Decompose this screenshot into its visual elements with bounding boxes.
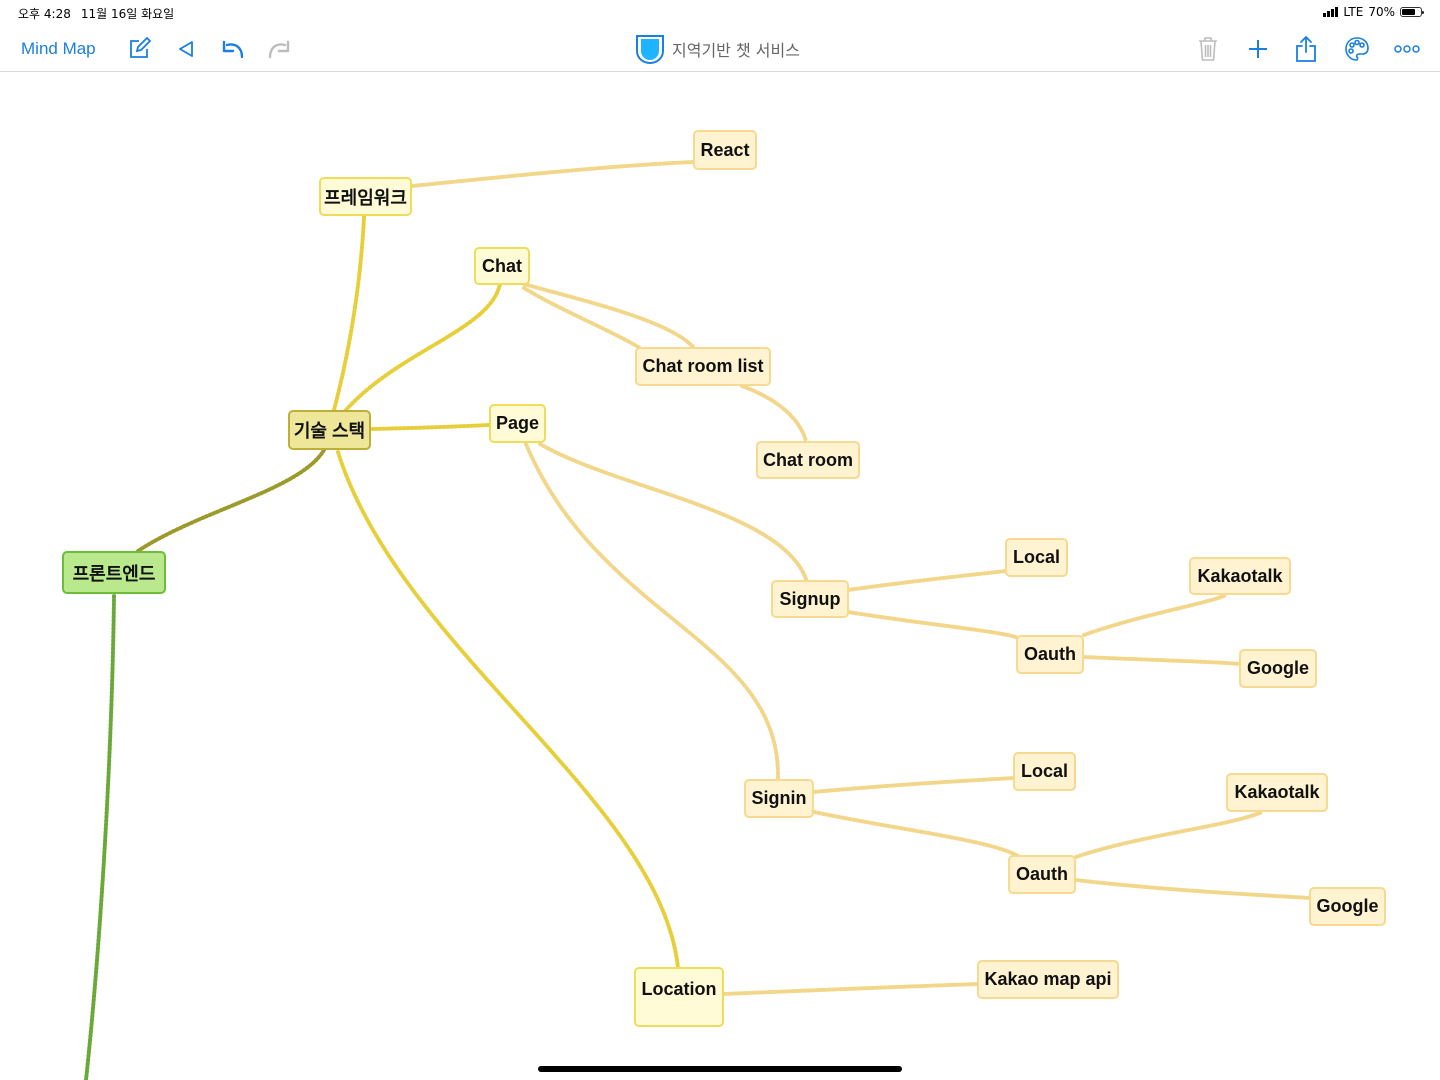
- document-shield-icon: [636, 35, 664, 65]
- status-date: 11월 16일 화요일: [80, 7, 175, 21]
- battery-fill: [1402, 9, 1415, 15]
- node-signup-oauth[interactable]: Oauth: [1016, 635, 1084, 674]
- more-icon[interactable]: [1394, 26, 1420, 72]
- mindmap-canvas[interactable]: 프론트엔드 기술 스택 프레임워크 React Chat Chat room l…: [0, 73, 1440, 1080]
- node-page[interactable]: Page: [489, 404, 546, 443]
- node-react[interactable]: React: [693, 130, 757, 170]
- link-hub-page: [369, 423, 491, 431]
- node-signup-kakaotalk[interactable]: Kakaotalk: [1189, 557, 1291, 595]
- link-signup-oauth-kakaotalk: [1082, 594, 1226, 637]
- node-signin-oauth[interactable]: Oauth: [1008, 855, 1076, 894]
- link-signup-oauth: [846, 610, 1018, 639]
- back-icon[interactable]: [176, 26, 196, 72]
- link-page-signup: [538, 442, 808, 581]
- document-title[interactable]: 지역기반 챗 서비스: [634, 32, 800, 66]
- status-bar: 오후 4:28 11월 16일 화요일 LTE 70%: [0, 0, 1440, 26]
- signal-icon: [1323, 7, 1339, 17]
- battery-percent: 70%: [1368, 5, 1395, 19]
- link-signin-local: [812, 776, 1016, 794]
- node-chat-room-list[interactable]: Chat room list: [635, 347, 771, 386]
- plus-icon[interactable]: [1246, 26, 1270, 72]
- link-signin-oauth-google: [1074, 878, 1312, 900]
- node-location[interactable]: Location: [634, 967, 724, 1027]
- palette-icon[interactable]: [1343, 26, 1371, 72]
- link-root-down: [84, 594, 116, 1080]
- link-page-signin: [524, 442, 781, 780]
- undo-icon[interactable]: [220, 26, 246, 72]
- link-hub-location: [336, 450, 680, 970]
- link-signup-local: [846, 569, 1008, 592]
- link-signup-oauth-google: [1082, 655, 1242, 666]
- share-icon[interactable]: [1294, 26, 1318, 72]
- node-signup-google[interactable]: Google: [1239, 649, 1317, 688]
- node-tech-stack[interactable]: 기술 스택: [288, 410, 371, 450]
- link-signin-oauth-kakaotalk: [1074, 810, 1264, 859]
- node-framework[interactable]: 프레임워크: [319, 177, 412, 216]
- toolbar: Mind Map 지역기반 챗 서비스: [0, 26, 1440, 72]
- node-root-frontend[interactable]: 프론트엔드: [62, 551, 166, 594]
- link-hub-chat: [344, 282, 502, 412]
- link-location-kakaomap: [722, 982, 980, 996]
- link-chat-roomlist-a: [522, 282, 696, 350]
- node-chat-room[interactable]: Chat room: [756, 441, 860, 479]
- clock: 오후 4:28: [18, 7, 71, 21]
- link-roomlist-room: [740, 384, 808, 443]
- link-framework-react: [410, 160, 696, 188]
- status-time: 오후 4:28 11월 16일 화요일: [18, 5, 174, 22]
- network-label: LTE: [1343, 5, 1364, 19]
- node-signup[interactable]: Signup: [771, 580, 849, 618]
- home-indicator[interactable]: [538, 1066, 902, 1072]
- node-kakao-map-api[interactable]: Kakao map api: [977, 960, 1119, 999]
- link-chat-roomlist-b: [522, 286, 642, 350]
- status-right: LTE 70%: [1323, 5, 1424, 19]
- node-signin-kakaotalk[interactable]: Kakaotalk: [1226, 773, 1328, 812]
- node-chat[interactable]: Chat: [474, 247, 530, 285]
- link-root-hub: [136, 448, 326, 553]
- redo-icon[interactable]: [266, 26, 292, 72]
- battery-icon: [1400, 7, 1424, 17]
- node-signup-local[interactable]: Local: [1005, 538, 1068, 577]
- mind-map-button[interactable]: Mind Map: [21, 39, 96, 58]
- link-hub-framework: [332, 214, 366, 412]
- node-signin-local[interactable]: Local: [1013, 752, 1076, 791]
- node-signin-google[interactable]: Google: [1309, 887, 1386, 926]
- trash-icon[interactable]: [1196, 26, 1220, 72]
- edit-icon[interactable]: [126, 26, 152, 72]
- node-signin[interactable]: Signin: [744, 779, 814, 818]
- link-signin-oauth: [812, 810, 1020, 858]
- document-title-text: 지역기반 챗 서비스: [672, 41, 800, 60]
